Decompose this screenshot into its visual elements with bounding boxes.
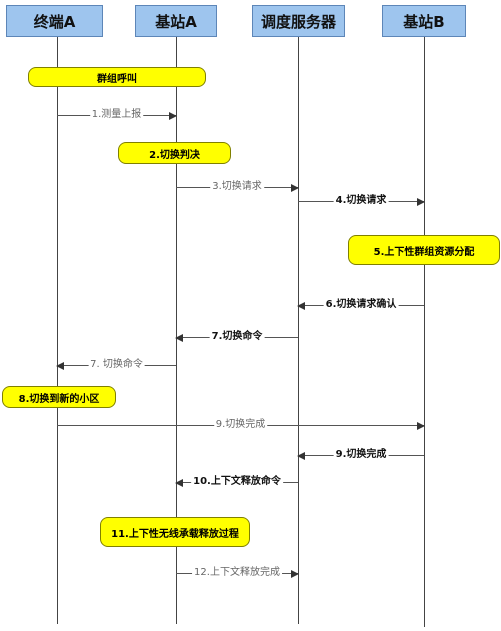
- arrowhead-icon: [169, 112, 177, 120]
- note-handover-decision: 2.切换判决: [118, 142, 231, 164]
- arrowhead-icon: [297, 302, 305, 310]
- note-release-process: 11.上下性无线承载释放过程: [100, 517, 250, 547]
- message-7-server: 7.切换命令: [175, 330, 298, 343]
- message-label: 7. 切换命令: [88, 358, 145, 371]
- actor-terminal-a: 终端A: [6, 5, 103, 37]
- message-label: 6.切换请求确认: [323, 298, 399, 311]
- note-group-call: 群组呼叫: [28, 67, 206, 87]
- actor-base-station-b: 基站B: [382, 5, 466, 37]
- arrowhead-icon: [291, 184, 299, 192]
- arrowhead-icon: [175, 334, 183, 342]
- message-1: 1.测量上报: [57, 108, 177, 121]
- message-label: 1.测量上报: [89, 108, 144, 121]
- lifeline-dispatch-server: [298, 37, 299, 624]
- arrowhead-icon: [417, 198, 425, 206]
- arrowhead-icon: [417, 422, 425, 430]
- arrowhead-icon: [291, 570, 299, 578]
- actor-dispatch-server: 调度服务器: [252, 5, 345, 37]
- message-label: 10.上下文释放命令: [191, 475, 283, 488]
- message-9-terminal: 9.切换完成: [57, 418, 425, 431]
- message-4: 4.切换请求: [298, 194, 425, 207]
- message-label: 9.切换完成: [213, 418, 268, 431]
- lifeline-base-station-b: [424, 37, 425, 627]
- lifeline-base-station-a: [176, 37, 177, 624]
- note-switch-cell: 8.切换到新的小区: [2, 386, 116, 408]
- message-label: 12.上下文释放完成: [192, 566, 282, 579]
- note-resource-allocation: 5.上下性群组资源分配: [348, 235, 500, 265]
- message-label: 7.切换命令: [209, 330, 265, 343]
- message-label: 3.切换请求: [210, 180, 264, 193]
- arrowhead-icon: [175, 479, 183, 487]
- message-label: 4.切换请求: [333, 194, 389, 207]
- message-3: 3.切换请求: [176, 180, 299, 193]
- message-9-base-b: 9.切换完成: [297, 448, 424, 461]
- message-12: 12.上下文释放完成: [176, 566, 299, 579]
- message-label: 9.切换完成: [333, 448, 389, 461]
- lifeline-terminal-a: [57, 37, 58, 624]
- actor-base-station-a: 基站A: [135, 5, 217, 37]
- message-6: 6.切换请求确认: [297, 298, 424, 311]
- arrowhead-icon: [297, 452, 305, 460]
- message-7-base: 7. 切换命令: [56, 358, 176, 371]
- message-10: 10.上下文释放命令: [175, 475, 298, 488]
- arrowhead-icon: [56, 362, 64, 370]
